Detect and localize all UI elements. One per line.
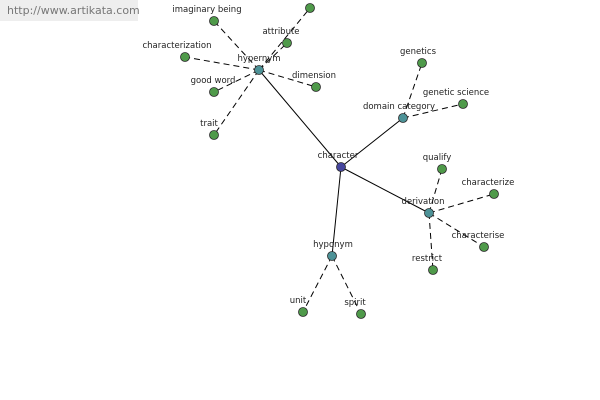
leaf-node-qualify[interactable] bbox=[437, 164, 447, 174]
edge-center-hyponym bbox=[331, 166, 342, 257]
edge-hypernym-trait bbox=[213, 69, 260, 136]
leaf-label-dimension[interactable]: dimension bbox=[292, 71, 336, 81]
leaf-label-imaginary-being[interactable]: imaginary being bbox=[172, 5, 241, 15]
leaf-node-characterize[interactable] bbox=[489, 189, 499, 199]
leaf-label-attribute[interactable]: attribute bbox=[262, 27, 299, 37]
edge-derivation-qualify bbox=[428, 168, 443, 214]
edge-hypernym-imaginary-being bbox=[213, 20, 260, 71]
relation-node-domain-category[interactable] bbox=[398, 113, 408, 123]
leaf-label-unit[interactable]: unit bbox=[290, 296, 307, 306]
relation-label-hyponym[interactable]: hyponym bbox=[313, 240, 353, 250]
edges bbox=[184, 7, 495, 315]
edge-hyponym-unit bbox=[302, 255, 333, 313]
leaf-node-spirit[interactable] bbox=[356, 309, 366, 319]
edge-derivation-characterise bbox=[428, 212, 485, 248]
edge-hypernym-good-word bbox=[213, 69, 260, 93]
leaf-node-dimension[interactable] bbox=[311, 82, 321, 92]
leaf-label-qualify[interactable]: qualify bbox=[423, 153, 452, 163]
relation-node-hypernym[interactable] bbox=[254, 65, 264, 75]
leaf-node-characterization[interactable] bbox=[180, 52, 190, 62]
leaf-label-characterization[interactable]: characterization bbox=[142, 41, 211, 51]
relation-label-domain-category[interactable]: domain category bbox=[363, 102, 435, 112]
leaf-node-imaginary-being[interactable] bbox=[209, 16, 219, 26]
edge-center-derivation bbox=[340, 166, 430, 214]
center-label[interactable]: character bbox=[318, 151, 359, 161]
edge-hypernym-attribute bbox=[258, 42, 288, 71]
leaf-label-characterize[interactable]: characterize bbox=[462, 178, 515, 188]
leaf-label-spirit[interactable]: spirit bbox=[344, 298, 366, 308]
leaf-label-characterise[interactable]: characterise bbox=[452, 231, 505, 241]
leaf-label-genetic-science[interactable]: genetic science bbox=[423, 88, 489, 98]
relation-node-derivation[interactable] bbox=[424, 208, 434, 218]
leaf-label-trait[interactable]: trait bbox=[200, 119, 218, 129]
leaf-node-genetic-science[interactable] bbox=[458, 99, 468, 109]
leaf-node-restrict[interactable] bbox=[428, 265, 438, 275]
nodes bbox=[180, 3, 499, 319]
edge-hyponym-spirit bbox=[331, 255, 362, 315]
edge-center-hypernym bbox=[258, 69, 342, 168]
leaf-node-good-word[interactable] bbox=[209, 87, 219, 97]
leaf-label-genetics[interactable]: genetics bbox=[400, 47, 437, 57]
center-node[interactable] bbox=[336, 162, 346, 172]
labels: hypernym imaginary being attribute characte… bbox=[142, 5, 514, 308]
leaf-node-attribute[interactable] bbox=[282, 38, 292, 48]
leaf-label-good-word[interactable]: good word bbox=[191, 76, 236, 86]
edge-domain-category-genetic-science bbox=[402, 103, 464, 119]
leaf-node-genetics[interactable] bbox=[417, 58, 427, 68]
leaf-node-unit[interactable] bbox=[298, 307, 308, 317]
relation-label-hypernym[interactable]: hypernym bbox=[237, 54, 280, 64]
leaf-node-unlabeled[interactable] bbox=[305, 3, 315, 13]
relation-node-hyponym[interactable] bbox=[327, 251, 337, 261]
relation-label-derivation[interactable]: derivation bbox=[401, 197, 444, 207]
source-link[interactable]: http://www.artikata.com bbox=[0, 0, 140, 21]
edge-center-domain-category bbox=[340, 117, 404, 168]
edge-hypernym-characterization bbox=[184, 56, 260, 71]
leaf-node-trait[interactable] bbox=[209, 130, 219, 140]
leaf-label-restrict[interactable]: restrict bbox=[412, 254, 443, 264]
edge-derivation-characterize bbox=[428, 193, 495, 214]
leaf-node-characterise[interactable] bbox=[479, 242, 489, 252]
